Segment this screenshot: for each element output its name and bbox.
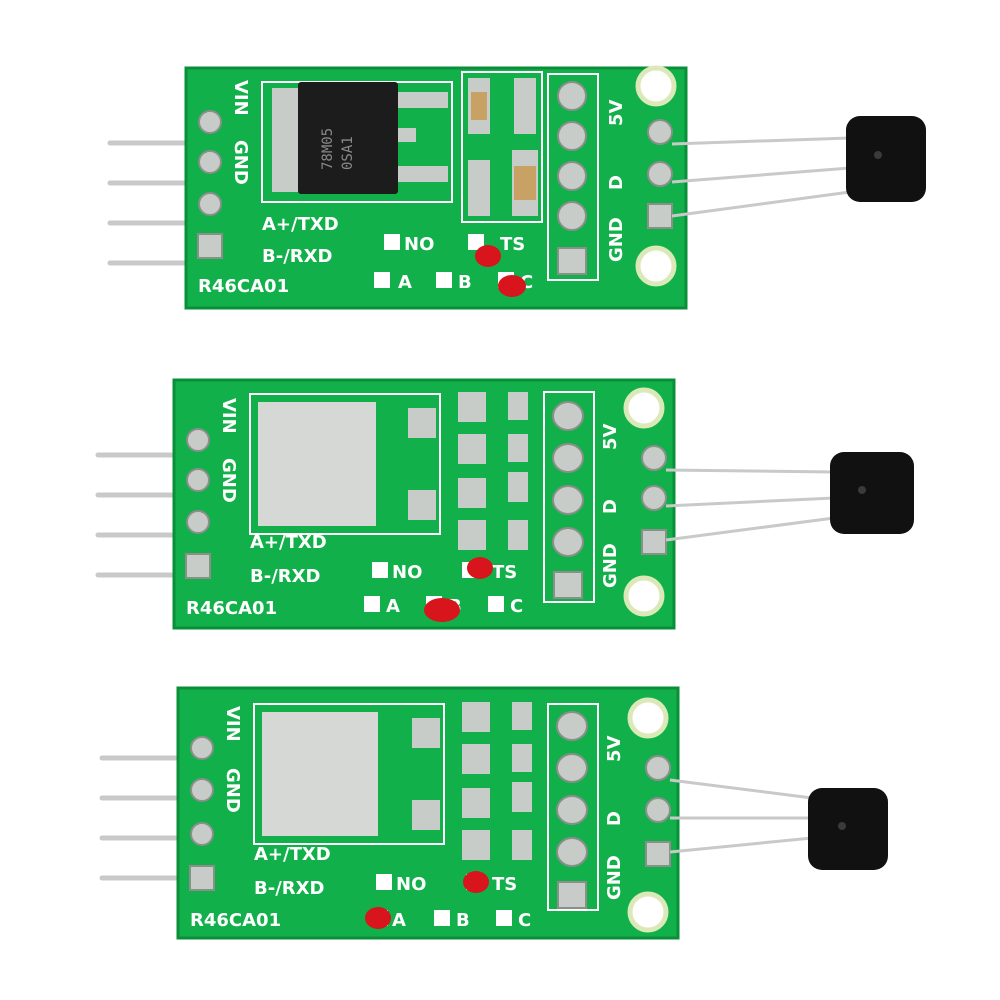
regulator-pad-2 — [258, 402, 376, 526]
mounting-hole-1a — [635, 65, 677, 107]
silkscreen-3: VIN GND A+/TXD B-/RXD R46CA01 NO TS A B … — [190, 706, 625, 931]
header-pins-2 — [95, 452, 187, 578]
label-5v: 5V — [600, 423, 621, 450]
label-5v: 5V — [604, 735, 625, 762]
right-pads-1 — [547, 73, 599, 281]
label-d: D — [600, 499, 621, 514]
temperature-sensor-1 — [671, 116, 926, 218]
label-d: D — [604, 811, 625, 826]
label-5v: 5V — [606, 99, 627, 126]
chip-text-line-2: 0SA1 — [340, 136, 356, 170]
label-gnd2: GND — [604, 855, 625, 900]
label-model: R46CA01 — [190, 910, 281, 931]
label-ts: TS — [492, 562, 517, 583]
label-b: B — [456, 910, 470, 931]
silkscreen-2: VIN GND A+/TXD B-/RXD R46CA01 NO TS A B … — [186, 398, 621, 619]
label-vin: VIN — [218, 398, 239, 434]
label-ts: TS — [500, 234, 525, 255]
solder-jumpers-2 — [424, 557, 493, 622]
label-b-rxd: B-/RXD — [250, 566, 320, 587]
label-b-rxd: B-/RXD — [254, 878, 324, 899]
label-gnd2: GND — [606, 217, 627, 262]
label-vin: VIN — [222, 706, 243, 742]
label-model: R46CA01 — [198, 276, 289, 297]
label-c: C — [510, 596, 523, 617]
label-gnd: GND — [218, 458, 239, 503]
label-vin: VIN — [230, 80, 251, 116]
label-a-txd: A+/TXD — [254, 844, 331, 865]
temperature-sensor-2 — [665, 452, 914, 542]
label-a: A — [392, 910, 406, 931]
regulator-chip-1: 78M05 0SA1 — [272, 82, 448, 194]
label-gnd: GND — [222, 768, 243, 813]
label-a: A — [386, 596, 400, 617]
label-b-rxd: B-/RXD — [262, 246, 332, 267]
label-gnd2: GND — [600, 543, 621, 588]
regulator-pad-3 — [262, 712, 378, 836]
label-gnd: GND — [230, 140, 251, 185]
solder-jumpers-3 — [365, 871, 489, 929]
label-model: R46CA01 — [186, 598, 277, 619]
header-pins-3 — [99, 755, 191, 881]
label-a-txd: A+/TXD — [250, 532, 327, 553]
label-a-txd: A+/TXD — [262, 214, 339, 235]
label-a: A — [398, 272, 412, 293]
label-ts: TS — [492, 874, 517, 895]
label-no: NO — [392, 562, 422, 583]
smd-components-1 — [461, 71, 543, 223]
label-no: NO — [404, 234, 434, 255]
label-d: D — [606, 175, 627, 190]
label-no: NO — [396, 874, 426, 895]
chip-text-line-1: 78M05 — [320, 128, 336, 170]
mounting-hole-1b — [635, 245, 677, 287]
label-c: C — [518, 910, 531, 931]
left-pads-1 — [197, 110, 223, 259]
solder-jumpers-1 — [475, 245, 526, 297]
silkscreen-1: VIN GND A+/TXD B-/RXD R46CA01 NO TS A B … — [198, 80, 627, 297]
header-pins-1 — [107, 140, 199, 266]
label-b: B — [458, 272, 472, 293]
sensor-pads-1 — [647, 119, 673, 229]
temperature-sensor-3 — [669, 778, 888, 870]
